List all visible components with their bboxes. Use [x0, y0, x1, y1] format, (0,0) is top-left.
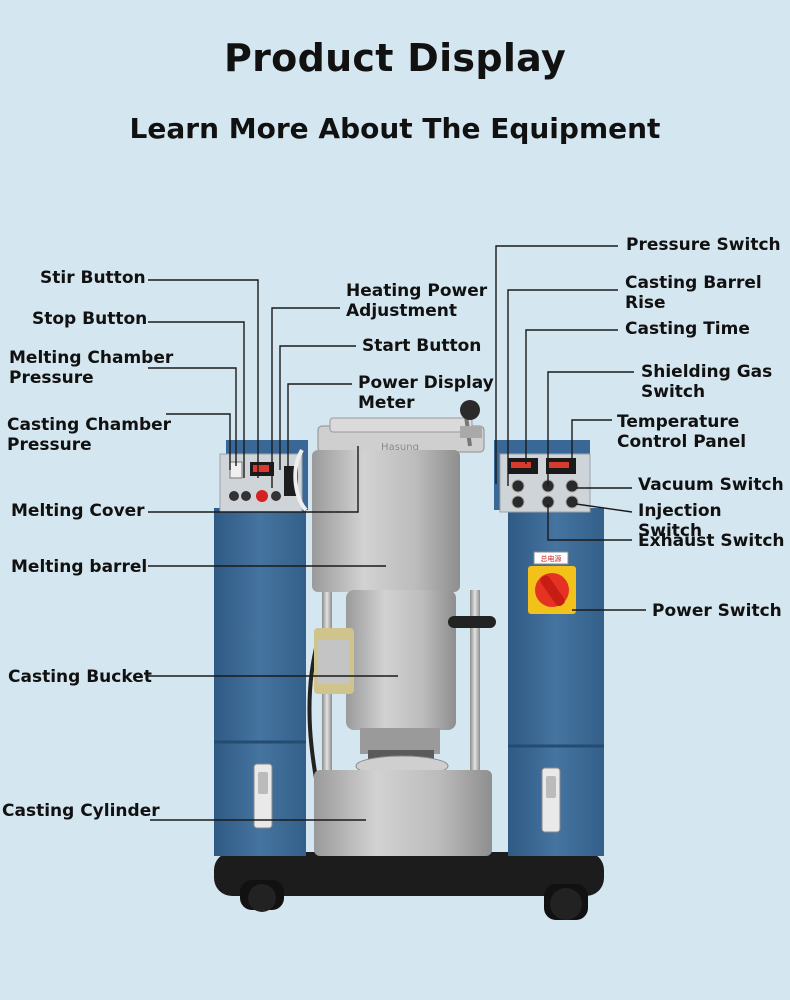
label-temperature-control-panel: Temperature Control Panel: [617, 412, 747, 452]
casting-bucket-illustration: [314, 590, 496, 764]
leader-casting-chamber-pressure: [166, 413, 231, 470]
power-switch-illustration: 总电源: [528, 551, 576, 614]
label-vacuum-switch: Vacuum Switch: [638, 475, 784, 495]
leader-injection-switch: [575, 503, 633, 513]
leader-stop-button: [148, 321, 245, 478]
label-heating-power-adjustment: Heating Power Adjustment: [346, 281, 488, 321]
label-casting-barrel-rise: Casting Barrel Rise: [625, 273, 762, 313]
melting-cover-illustration: Hasung: [317, 400, 485, 453]
right-cabinet: [508, 508, 604, 856]
leader-shielding-gas-switch: [547, 371, 634, 486]
left-control-panel: [219, 440, 308, 513]
label-casting-chamber-pressure: Casting Chamber Pressure: [7, 415, 172, 455]
label-shielding-gas-switch: Shielding Gas Switch: [641, 362, 773, 402]
leader-lines: [148, 245, 646, 821]
leader-melting-cover: [148, 446, 359, 513]
label-power-switch: Power Switch: [652, 601, 782, 621]
label-melting-cover: Melting Cover: [11, 501, 145, 521]
leader-temperature-control-panel: [571, 419, 612, 462]
leader-casting-time: [525, 329, 618, 464]
right-control-panel: [494, 440, 591, 513]
label-pressure-switch: Pressure Switch: [626, 235, 781, 255]
label-stir-button: Stir Button: [40, 268, 146, 288]
leader-pressure-switch: [495, 245, 618, 484]
page-subtitle: Learn More About The Equipment: [129, 112, 661, 145]
leader-melting-chamber-pressure: [148, 367, 237, 466]
casting-cylinder-illustration: [314, 755, 492, 856]
label-melting-chamber-pressure: Melting Chamber Pressure: [9, 348, 174, 388]
label-stop-button: Stop Button: [32, 309, 148, 329]
left-cabinet: [214, 508, 306, 856]
label-injection-switch: Injection Switch: [638, 501, 722, 541]
leader-start-button: [279, 345, 356, 470]
melting-barrel-illustration: [312, 450, 460, 592]
label-casting-bucket: Casting Bucket: [8, 667, 152, 687]
power-sticker-text: 总电源: [541, 554, 562, 563]
base-plate: [214, 852, 604, 920]
label-casting-time: Casting Time: [625, 319, 750, 339]
brand-text: Hasung: [381, 442, 419, 453]
leader-stir-button: [148, 279, 259, 478]
leader-casting-barrel-rise: [507, 289, 618, 486]
leader-power-display-meter: [287, 383, 352, 470]
label-power-display-meter: Power Display Meter: [358, 373, 494, 413]
leader-heating-power-adjustment: [271, 307, 340, 488]
label-start-button: Start Button: [362, 336, 482, 356]
page-title: Product Display: [223, 36, 567, 80]
label-casting-cylinder: Casting Cylinder: [2, 801, 160, 821]
label-melting-barrel: Melting barrel: [11, 557, 148, 577]
label-exhaust-switch: Exhaust Switch: [638, 531, 785, 551]
leader-exhaust-switch: [547, 504, 632, 541]
